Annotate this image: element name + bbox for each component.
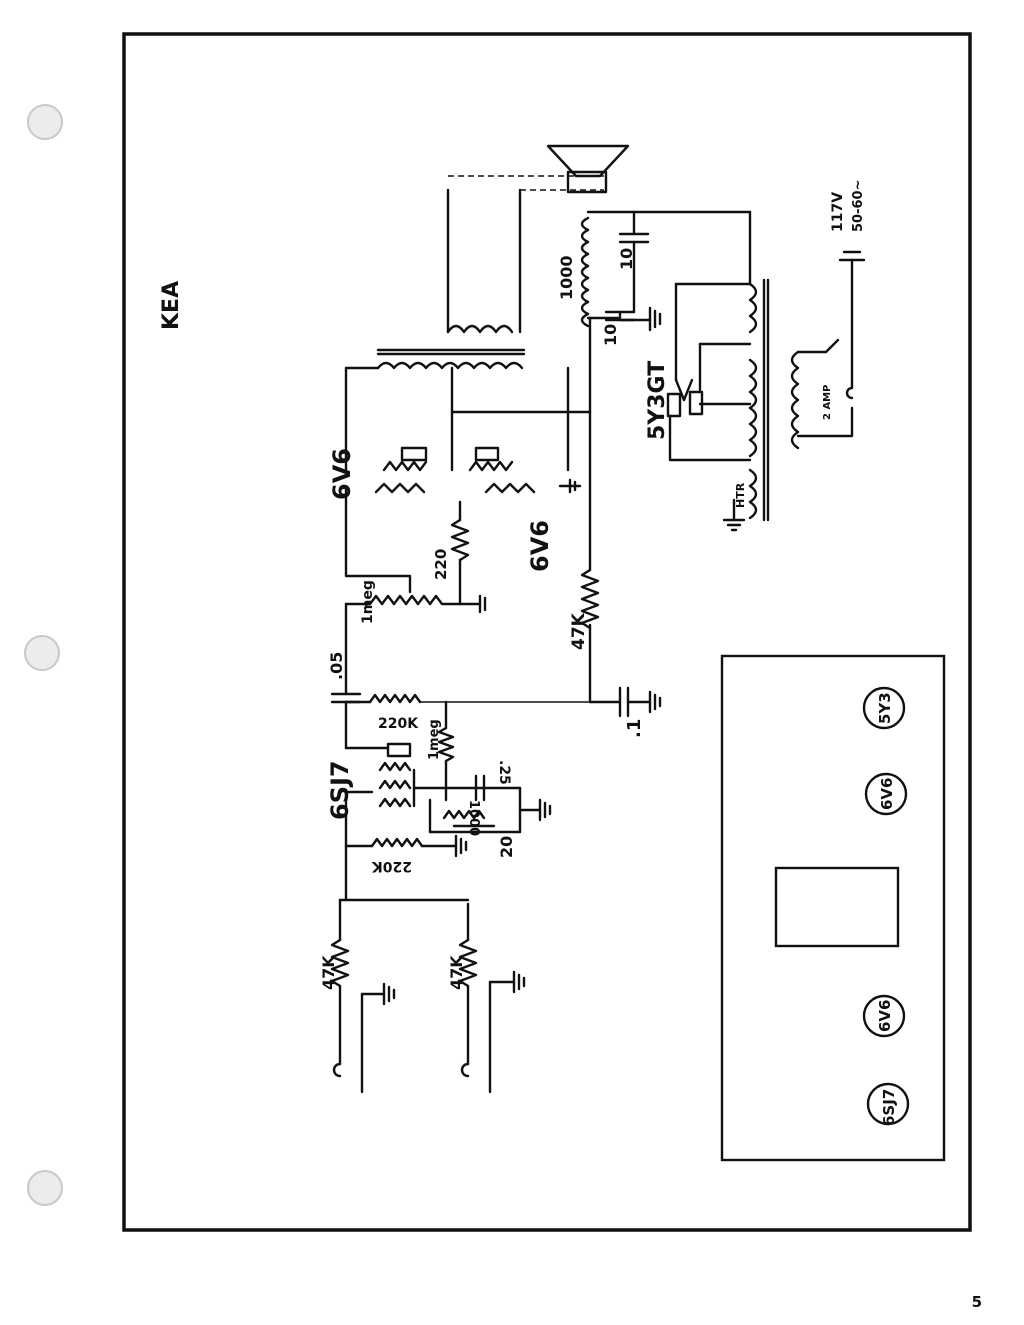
resistor-label-220k-grid: 220K <box>371 858 412 874</box>
resistor-label-220: 220 <box>432 549 450 580</box>
pot-label-1meg: 1meg <box>360 580 376 624</box>
resistor-label-47k-input-1: 47K <box>319 955 338 990</box>
punch-hole-middle <box>24 635 60 671</box>
cap-label-05: .05 <box>327 652 346 680</box>
layout-tube-6v6-a: 6V6 <box>876 1000 894 1032</box>
tube-label-5y3gt: 5Y3GT <box>645 361 670 440</box>
preamp-tube <box>344 761 552 902</box>
resistor-label-47k-dropping: 47K <box>569 612 589 650</box>
cap-label-01: .1 <box>624 719 645 738</box>
layout-tube-6v6-b: 6V6 <box>878 778 896 810</box>
resistor-label-1meg: 1meg <box>427 719 442 760</box>
resistor-label-47k-input-2: 47K <box>447 955 466 990</box>
dropping-resistor <box>580 316 600 704</box>
mains-frequency-label: 50-60~ <box>851 180 866 232</box>
schematic-frame <box>122 32 972 1232</box>
cap-label-10-a: 10 <box>617 248 636 270</box>
output-tubes <box>374 366 592 494</box>
resistor-label-220k-plate: 220K <box>378 716 419 732</box>
resistor-label-1000-cathode: 1000 <box>466 800 481 836</box>
choke-label-1000: 1000 <box>557 255 576 300</box>
heater-label-htr: HTR <box>734 482 747 508</box>
punch-hole-top <box>27 104 63 140</box>
tube-label-6v6-a: 6V6 <box>328 448 356 500</box>
output-transformer <box>376 175 604 370</box>
cap-label-25: .25 <box>496 760 512 785</box>
filter-capacitor-01 <box>588 686 662 718</box>
tube-label-6v6-b: 6V6 <box>526 520 554 572</box>
chassis-layout <box>720 654 946 1162</box>
layout-tube-5y3: 5Y3 <box>876 692 894 724</box>
plate-load-resistor <box>344 693 590 802</box>
schematic-title: KEA <box>159 281 184 330</box>
cap-label-10-b: 10 <box>601 324 620 346</box>
speaker-icon <box>546 144 630 194</box>
tube-label-6sj7: 6SJ7 <box>326 760 354 820</box>
layout-tube-6sj7: 6SJ7 <box>880 1089 898 1126</box>
volume-pot <box>344 486 487 614</box>
choke-and-filters <box>580 210 752 332</box>
mains-cord <box>796 250 866 438</box>
resistor-220 <box>450 500 470 606</box>
power-transformer <box>666 278 800 532</box>
fuse-label: 2 AMP <box>822 385 833 420</box>
punch-hole-bottom <box>27 1170 63 1206</box>
grid-bias-resistor <box>344 834 468 858</box>
cap-label-20: 20 <box>497 836 516 858</box>
input-network <box>330 898 526 1094</box>
page-number: 5 <box>971 1293 982 1311</box>
mains-voltage-label: 117V <box>830 192 846 232</box>
